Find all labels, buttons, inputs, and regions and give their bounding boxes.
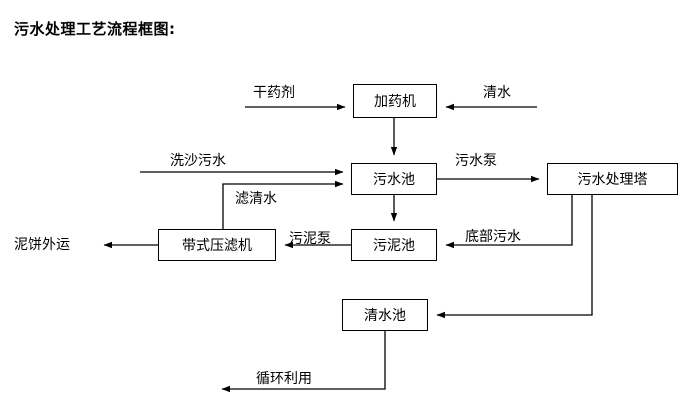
node-label: 污泥池 bbox=[373, 238, 415, 254]
edge-label-filtered-clear-water: 滤清水 bbox=[235, 191, 277, 207]
edge-label-sludge-pump: 污泥泵 bbox=[289, 231, 331, 247]
edge-label-sand-wash-wastewater: 洗沙污水 bbox=[170, 153, 226, 169]
node-label: 带式压滤机 bbox=[182, 238, 252, 254]
node-label: 清水池 bbox=[364, 308, 406, 324]
node-belt-filter-press[interactable]: 带式压滤机 bbox=[158, 229, 276, 261]
wire-tower-to-clear-water-pool bbox=[436, 195, 593, 319]
edge-label-bottom-wastewater: 底部污水 bbox=[465, 229, 521, 245]
terminal-label-mud-cake-out: 泥饼外运 bbox=[14, 237, 70, 253]
node-wastewater-treatment-tower[interactable]: 污水处理塔 bbox=[547, 163, 678, 195]
edge-label-wastewater-pump: 污水泵 bbox=[455, 153, 497, 169]
node-dosing-machine[interactable]: 加药机 bbox=[353, 84, 437, 118]
node-label: 污水池 bbox=[373, 172, 415, 188]
node-wastewater-pool[interactable]: 污水池 bbox=[351, 163, 437, 195]
page-title: 污水处理工艺流程框图: bbox=[14, 20, 176, 38]
node-clear-water-pool[interactable]: 清水池 bbox=[342, 299, 428, 331]
edge-label-recycle-reuse: 循环利用 bbox=[256, 371, 312, 387]
edge-label-dry-chemical: 干药剂 bbox=[253, 85, 295, 101]
node-label: 加药机 bbox=[374, 94, 416, 110]
node-sludge-pool[interactable]: 污泥池 bbox=[351, 229, 437, 261]
edge-label-clean-water: 清水 bbox=[483, 85, 511, 101]
node-label: 污水处理塔 bbox=[577, 172, 648, 188]
